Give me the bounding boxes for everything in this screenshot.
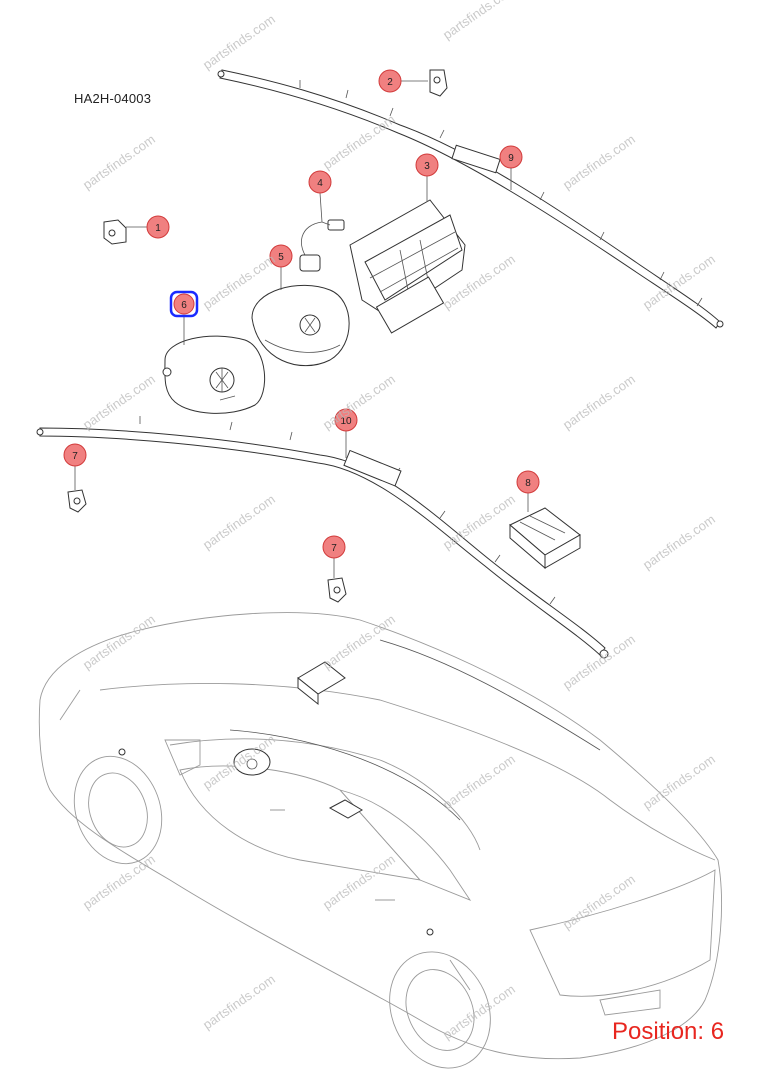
side-sensor-7-right[interactable] [327,577,347,603]
curtain-airbag-top[interactable] [217,69,724,329]
position-label: Position: 6 [612,1018,725,1045]
svg-text:6: 6 [181,300,187,311]
driver-airbag-cover-6[interactable] [162,335,266,414]
curtain-airbag-bottom[interactable] [36,416,609,659]
callout-8[interactable]: 8 [516,470,540,494]
svg-text:2: 2 [387,77,393,88]
callout-9[interactable]: 9 [499,145,523,169]
callout-3[interactable]: 3 [415,153,439,177]
front-impact-sensor-1[interactable] [103,219,127,245]
svg-text:4: 4 [317,178,323,189]
callout-6[interactable]: 6 [169,290,199,318]
svg-text:10: 10 [340,416,352,427]
callout-4[interactable]: 4 [308,170,332,194]
svg-text:9: 9 [508,153,514,164]
callout-2[interactable]: 2 [378,69,402,93]
vehicle-components [118,639,601,936]
svg-text:1: 1 [155,223,161,234]
callout-1[interactable]: 1 [146,215,170,239]
callout-10[interactable]: 10 [334,408,358,432]
selected-callout-highlight [169,290,199,318]
side-sensor-7-left[interactable] [67,489,87,513]
wiring-harness-4[interactable] [299,192,345,272]
callout-7a[interactable]: 7 [63,443,87,467]
side-impact-sensor-2[interactable] [429,69,448,97]
svg-text:7: 7 [331,543,337,554]
diagram-code: HA2H-04003 [74,91,152,106]
steering-wheel-airbag-5[interactable] [251,284,350,367]
callout-5[interactable]: 5 [269,244,293,268]
vehicle-outline [38,612,722,1069]
svg-text:8: 8 [525,478,531,489]
svg-text:7: 7 [72,451,78,462]
svg-text:3: 3 [424,161,430,172]
passenger-airbag-module-3[interactable] [349,199,466,334]
callout-7b[interactable]: 7 [322,535,346,559]
svg-text:5: 5 [278,252,284,263]
airbag-control-unit-8[interactable] [509,507,581,570]
